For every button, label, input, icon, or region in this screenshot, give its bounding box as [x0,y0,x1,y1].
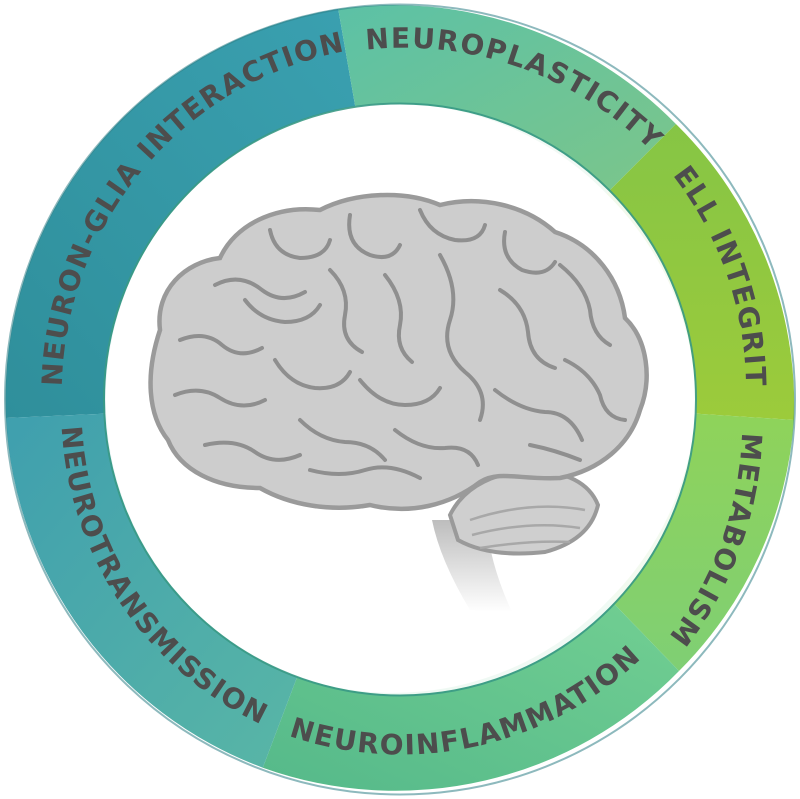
segment-neuroinflammation[interactable] [262,599,679,791]
segment-neuron-glia-interaction[interactable] [5,8,356,419]
brain-icon [148,192,649,612]
segment-neurotransmission[interactable] [6,413,298,768]
segment-neuroplasticity[interactable] [338,5,676,194]
segment-cell-integrity[interactable] [606,124,795,420]
brain-stem [432,520,512,612]
segment-metabolism[interactable] [609,413,794,671]
cerebrum [148,192,649,512]
